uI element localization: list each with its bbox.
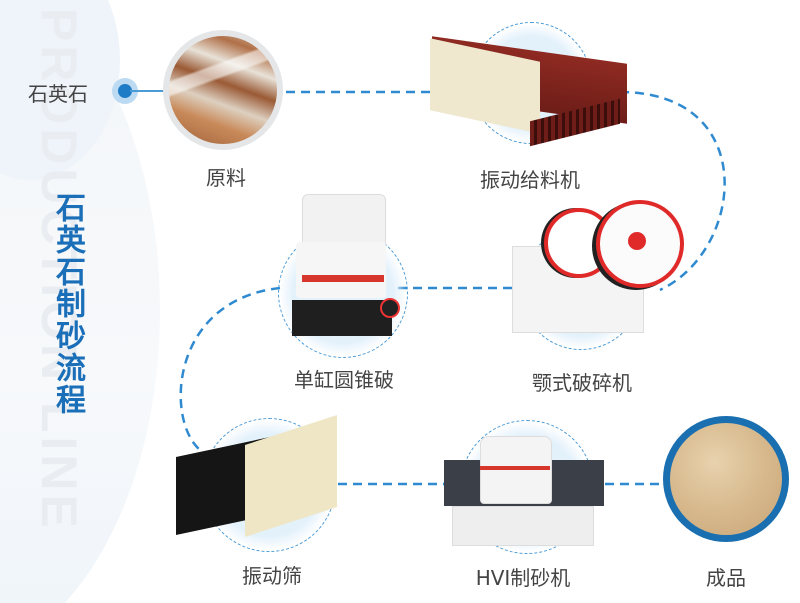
- node-label-raw: 原料: [206, 166, 246, 190]
- quartz-rock-image: [163, 30, 283, 150]
- sand-product-image: [663, 416, 789, 542]
- node-label-feeder: 振动给料机: [480, 168, 580, 192]
- source-material-label: 石英石: [28, 82, 88, 106]
- source-connector: [130, 90, 168, 92]
- node-label-screen: 振动筛: [242, 564, 302, 588]
- diagram-title: 石英石制砂流程: [50, 192, 85, 416]
- source-dot: [118, 84, 132, 98]
- node-label-product: 成品: [706, 566, 746, 590]
- node-label-jaw: 颚式破碎机: [532, 371, 632, 395]
- node-label-cone: 单缸圆锥破: [294, 368, 394, 392]
- background-watermark: PRODUCTION LINE: [31, 8, 87, 532]
- node-label-vsi: HVI制砂机: [475, 566, 571, 590]
